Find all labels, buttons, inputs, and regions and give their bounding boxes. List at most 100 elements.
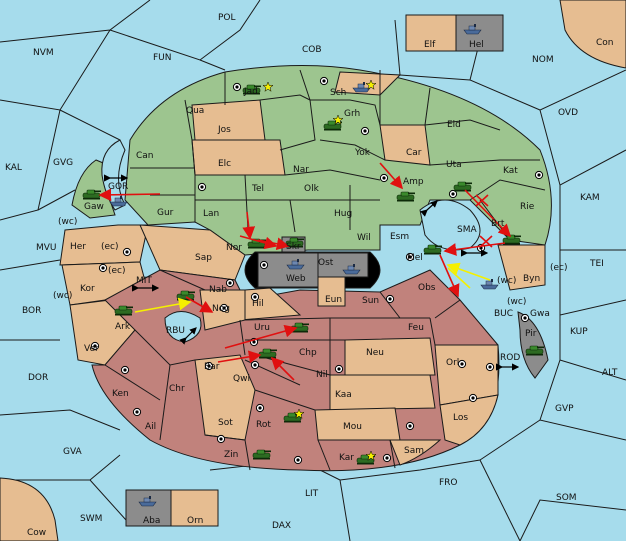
label-byn-ec: (ec) bbox=[550, 263, 568, 273]
label-gor: GOR bbox=[108, 182, 128, 192]
label-nab: Nab bbox=[209, 285, 227, 295]
label-ver: Ver bbox=[84, 344, 99, 354]
label-orl: Orl bbox=[446, 358, 459, 368]
label-olk: Olk bbox=[304, 184, 320, 194]
label-mel: Mel bbox=[407, 253, 423, 263]
tank-icon bbox=[423, 244, 443, 255]
label-chr: Chr bbox=[169, 384, 185, 394]
label-eun: Eun bbox=[325, 295, 342, 305]
label-fro: FRO bbox=[439, 478, 458, 488]
label-jad: Jad bbox=[243, 87, 258, 97]
label-jos: Jos bbox=[217, 125, 231, 135]
label-amp: Amp bbox=[403, 177, 424, 187]
label-zin: Zin bbox=[224, 450, 238, 460]
label-los: Los bbox=[453, 413, 468, 423]
label-qwi: Qwi bbox=[233, 374, 250, 384]
label-rot: Rot bbox=[256, 420, 271, 430]
label-sap: Sap bbox=[195, 253, 212, 263]
label-gvg: GVG bbox=[53, 158, 73, 168]
label-tel: Tel bbox=[251, 184, 264, 194]
label-rbu: RBU bbox=[166, 326, 185, 336]
label-her-ec: (ec) bbox=[101, 242, 119, 252]
label-sam: Sam bbox=[404, 446, 424, 456]
label-kam: KAM bbox=[580, 193, 600, 203]
label-rie: Rie bbox=[520, 202, 535, 212]
label-cow: Cow bbox=[27, 528, 46, 538]
label-aba: Aba bbox=[143, 516, 160, 526]
label-chp: Chp bbox=[299, 348, 317, 358]
label-her-wc: (wc) bbox=[58, 217, 77, 227]
label-yok: Yok bbox=[354, 148, 371, 158]
label-mit: MIT bbox=[136, 276, 152, 286]
label-swm: SWM bbox=[80, 514, 102, 524]
label-obs: Obs bbox=[418, 283, 436, 293]
label-gwa: Gwa bbox=[530, 309, 550, 319]
sea-labels: POL NVM FUN COB NOM Con OVD KAL GVG GOR … bbox=[5, 13, 618, 538]
label-wil: Wil bbox=[357, 233, 371, 243]
label-kor-ec: (ec) bbox=[108, 266, 126, 276]
label-con: Con bbox=[596, 38, 614, 48]
label-byn-wc: (wc) bbox=[497, 276, 516, 286]
label-kat: Kat bbox=[503, 166, 518, 176]
label-esm: Esm bbox=[390, 232, 409, 242]
label-uru: Uru bbox=[254, 323, 270, 333]
label-bar: Bar bbox=[204, 362, 220, 372]
internal-borders bbox=[104, 69, 546, 471]
label-kaa: Kaa bbox=[335, 390, 352, 400]
coast-labels: (wc) (ec) (wc) (ec) (wc) (ec) (wc) bbox=[53, 217, 568, 307]
label-hug: Hug bbox=[334, 209, 352, 219]
label-nil: Nil bbox=[316, 370, 328, 380]
label-kar: Kar bbox=[339, 453, 354, 463]
label-fun: FUN bbox=[153, 53, 172, 63]
label-mou: Mou bbox=[343, 422, 362, 432]
label-sch: Sch bbox=[330, 88, 346, 98]
label-ost: Ost bbox=[318, 258, 334, 268]
label-feu: Feu bbox=[408, 323, 424, 333]
label-kor-wc: (wc) bbox=[53, 291, 72, 301]
label-elc: Elc bbox=[218, 159, 231, 169]
label-kup: KUP bbox=[570, 327, 588, 337]
label-skr: Skr bbox=[286, 242, 301, 252]
label-nvm: NVM bbox=[33, 48, 54, 58]
label-neu: Neu bbox=[366, 348, 384, 358]
label-gva: GVA bbox=[63, 447, 83, 457]
label-byn: Byn bbox=[523, 274, 540, 284]
label-web: Web bbox=[286, 274, 306, 284]
orders bbox=[98, 162, 512, 381]
label-orn: Orn bbox=[187, 516, 203, 526]
label-cob: COB bbox=[302, 45, 322, 55]
label-ken: Ken bbox=[112, 389, 129, 399]
label-ail: Ail bbox=[145, 422, 156, 432]
label-nor: Nor bbox=[226, 243, 242, 253]
label-nom: NOM bbox=[532, 55, 554, 65]
label-tei: TEI bbox=[589, 259, 604, 269]
label-kal: KAL bbox=[5, 163, 22, 173]
label-uta: Uta bbox=[446, 160, 462, 170]
label-sun: Sun bbox=[362, 296, 379, 306]
label-elf: Elf bbox=[424, 40, 436, 50]
label-nog: Nog bbox=[212, 304, 230, 314]
label-rod: ROD bbox=[500, 353, 520, 363]
label-pir: Pir bbox=[525, 329, 537, 339]
label-gaw: Gaw bbox=[84, 202, 104, 212]
label-lan: Lan bbox=[203, 209, 219, 219]
convoy-markers bbox=[104, 174, 520, 371]
label-hil: Hil bbox=[252, 299, 264, 309]
label-eld: Eld bbox=[447, 120, 461, 130]
label-sma: SMA bbox=[457, 225, 477, 235]
label-dor: DOR bbox=[28, 373, 48, 383]
label-her: Her bbox=[70, 242, 86, 252]
label-car: Car bbox=[406, 148, 422, 158]
label-pol: POL bbox=[218, 13, 236, 23]
label-qua: Qua bbox=[186, 106, 204, 116]
label-can: Can bbox=[136, 151, 154, 161]
label-som: SOM bbox=[556, 493, 577, 503]
land-labels: Elf Hel Jad Sch Qua Jos Grh Eld Can Elc … bbox=[70, 40, 550, 526]
label-ark: Ark bbox=[115, 322, 131, 332]
label-mvu: MVU bbox=[36, 243, 57, 253]
label-nar: Nar bbox=[293, 165, 309, 175]
label-gur: Gur bbox=[157, 208, 174, 218]
label-gwa-wc: (wc) bbox=[507, 297, 526, 307]
